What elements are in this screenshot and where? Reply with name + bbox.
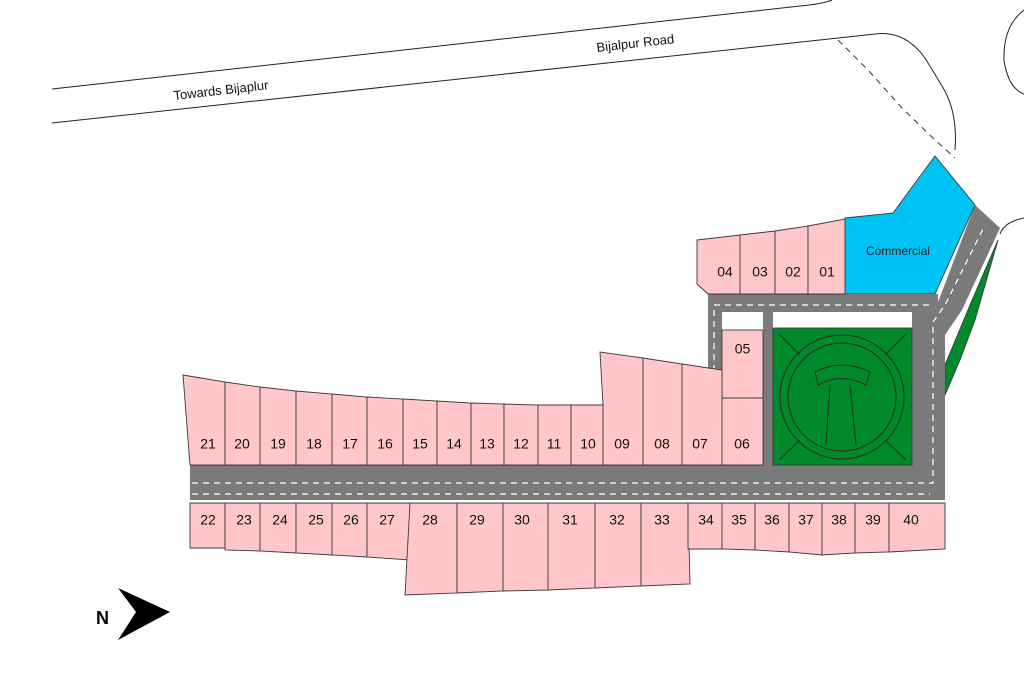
plot-label: 31: [562, 512, 578, 528]
plot-label: 07: [692, 436, 708, 452]
plot-06[interactable]: [721, 397, 764, 466]
plot-label: 39: [865, 512, 881, 528]
plot-04[interactable]: [696, 234, 741, 295]
site-boundary: [837, 39, 956, 159]
commercial-label: Commercial: [866, 244, 930, 258]
plot-40[interactable]: [888, 502, 946, 553]
plot-label: 20: [234, 436, 250, 452]
plot-label: 06: [734, 436, 750, 452]
plot-label: 35: [731, 512, 747, 528]
plot-label: 16: [377, 436, 393, 452]
plot-14[interactable]: [436, 400, 472, 466]
plot-label: 21: [200, 436, 216, 452]
plot-label: 33: [654, 512, 670, 528]
internal-roads: [190, 205, 1000, 500]
plot-15[interactable]: [402, 398, 438, 466]
plot-label: 14: [446, 436, 462, 452]
plot-group-south-row: 22 23 24 25 26 27 28 29 30 31 32 33 34 3…: [189, 502, 946, 596]
plot-label: 17: [342, 436, 358, 452]
plot-label: 25: [308, 512, 324, 528]
plot-label: 40: [903, 512, 919, 528]
plot-label: 22: [200, 512, 216, 528]
plot-24[interactable]: [259, 502, 297, 554]
plot-label: 09: [614, 436, 630, 452]
road-label-bijalpur: Bijalpur Road: [596, 31, 675, 55]
plot-33[interactable]: [640, 502, 691, 587]
plot-label: 13: [479, 436, 495, 452]
plot-label: 18: [306, 436, 322, 452]
central-garden: [772, 327, 913, 466]
road-centerline: [192, 224, 986, 484]
plot-label: 05: [735, 341, 751, 357]
plot-label: 04: [717, 264, 733, 280]
road-label-towards: Towards Bijaplur: [173, 77, 270, 103]
north-arrow-icon: [118, 588, 170, 640]
plot-label: 19: [270, 436, 286, 452]
north-label: N: [96, 608, 109, 628]
plot-03[interactable]: [739, 230, 776, 295]
plot-16[interactable]: [366, 396, 404, 466]
plot-label: 08: [654, 436, 670, 452]
plot-label: 37: [798, 512, 814, 528]
plot-label: 12: [513, 436, 529, 452]
plot-label: 02: [785, 264, 801, 280]
north-compass: N: [96, 588, 170, 640]
plot-group-top-right: 04 03 02 01: [696, 218, 846, 295]
plot-label: 28: [422, 512, 438, 528]
plot-05[interactable]: 05: [721, 329, 764, 399]
plot-label: 36: [764, 512, 780, 528]
plot-label: 11: [547, 436, 562, 452]
plot-02[interactable]: [774, 225, 809, 295]
plot-label: 34: [698, 512, 714, 528]
plot-label: 23: [236, 512, 252, 528]
bijalpur-road: [51, 0, 1024, 235]
plot-39[interactable]: [854, 502, 890, 554]
plot-label: 27: [379, 512, 395, 528]
plot-group-north-row: 21 20 19 18 17 16 15 14 13 12 11 10 09 0…: [182, 351, 764, 466]
plot-label: 10: [580, 436, 596, 452]
plot-label: 29: [469, 512, 485, 528]
plot-12[interactable]: [503, 403, 539, 466]
plot-label: 15: [412, 436, 428, 452]
plot-label: 26: [343, 512, 359, 528]
plot-20[interactable]: [224, 381, 261, 466]
plot-01[interactable]: [807, 218, 846, 295]
plot-label: 38: [831, 512, 847, 528]
plot-19[interactable]: [259, 386, 297, 466]
plot-label: 30: [514, 512, 530, 528]
plot-label: 03: [752, 264, 768, 280]
plot-18[interactable]: [295, 390, 333, 466]
plot-label: 24: [272, 512, 288, 528]
plot-label: 32: [609, 512, 625, 528]
plot-label: 01: [819, 264, 835, 280]
plot-17[interactable]: [331, 393, 368, 466]
plot-13[interactable]: [470, 402, 505, 466]
